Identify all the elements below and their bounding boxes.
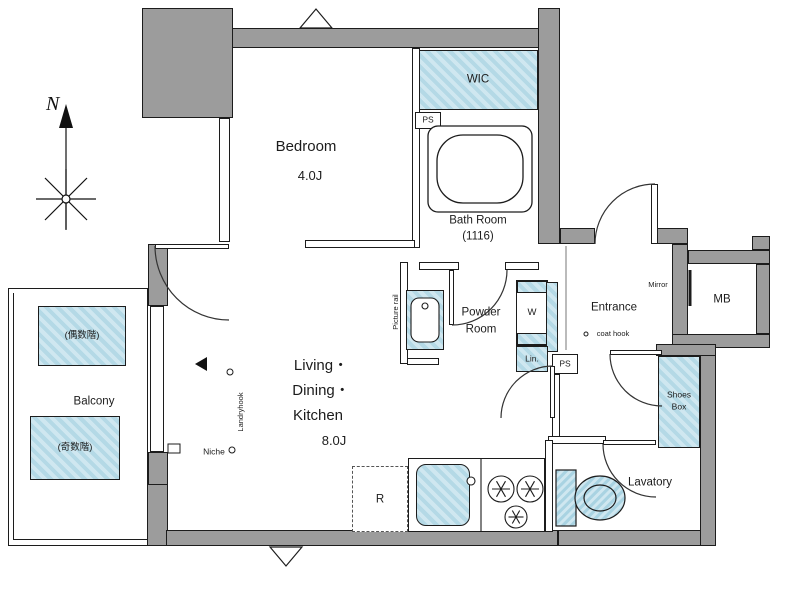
bath-size-label: (1116) xyxy=(462,230,494,243)
wall-mb-notch xyxy=(752,236,770,250)
wic-label: WIC xyxy=(466,73,490,86)
washer-band-top xyxy=(517,281,547,293)
hall-door-arc xyxy=(609,353,663,407)
wall-ldk-left-upper xyxy=(148,244,168,306)
bathtub xyxy=(427,125,533,213)
ldk-label-1: Living・ xyxy=(293,356,349,374)
powder-door-arc xyxy=(500,365,554,419)
wall-bottom xyxy=(166,530,558,546)
entrance-label: Entrance xyxy=(590,301,638,314)
partition-kitchen-lavatory xyxy=(545,440,553,532)
hall-door-leaf xyxy=(610,350,662,355)
wall-mb-left xyxy=(672,244,688,348)
pipe-space-hall-box xyxy=(552,354,578,374)
toilet xyxy=(555,469,626,527)
pipe-space-top-label: PS xyxy=(422,114,434,125)
vent-top xyxy=(298,8,334,29)
coat-hook-label: coat hook xyxy=(596,328,630,338)
shoes-box-area xyxy=(658,356,700,448)
laundry-hook-dot-1 xyxy=(226,368,234,376)
partition-bath-powder-a xyxy=(419,262,459,270)
north-compass: N xyxy=(36,93,96,230)
compass-star xyxy=(36,169,96,229)
coat-hook-dot xyxy=(583,331,589,337)
balcony-railing-line xyxy=(13,293,148,540)
wall-shoes-top xyxy=(656,344,716,356)
compass-arrowhead xyxy=(59,104,73,128)
niche-mark xyxy=(167,443,181,454)
partition-bedroom-right xyxy=(412,48,420,248)
wall-right-lower xyxy=(700,348,716,546)
direction-marker xyxy=(195,357,207,371)
laundry-hook-label: Landryhook xyxy=(235,392,245,432)
linen-label: Lin. xyxy=(525,353,539,364)
wall-top-left-block xyxy=(142,8,233,118)
bedroom-window xyxy=(219,118,230,242)
wall-mb-top xyxy=(688,250,770,264)
wall-entrance-top-right xyxy=(655,228,688,244)
vent-bottom xyxy=(268,546,304,567)
bath-door-leaf xyxy=(449,270,454,325)
shoes-box-label-2: Box xyxy=(671,401,687,412)
entrance-door-leaf xyxy=(651,184,658,244)
wall-top xyxy=(232,28,540,48)
partition-bath-powder-b xyxy=(505,262,539,270)
ldk-label-2: Dining・ xyxy=(292,381,350,399)
balcony-even-label: (偶数階) xyxy=(64,329,100,341)
laundry-hook-dot-2 xyxy=(228,446,236,454)
wall-ldk-left-lower xyxy=(148,452,168,486)
kitchen-sink xyxy=(416,464,470,526)
balcony-unit-space-even xyxy=(38,306,126,366)
wic-area xyxy=(419,50,538,110)
powder-sliding-door xyxy=(546,282,558,352)
washer-label: W xyxy=(527,306,537,318)
bedroom-label: Bedroom xyxy=(275,137,337,155)
mirror-label: Mirror xyxy=(648,279,668,289)
wall-right-upper xyxy=(538,8,560,244)
wall-entrance-top-left xyxy=(560,228,595,244)
ldk-label-3: Kitchen xyxy=(292,406,344,424)
washer-band-bottom xyxy=(517,333,547,345)
bedroom-door-leaf xyxy=(155,244,229,249)
powder-door-leaf xyxy=(550,366,555,418)
bath-label: Bath Room xyxy=(449,214,507,227)
ldk-size-label: 8.0J xyxy=(321,432,347,448)
refrigerator-label: R xyxy=(375,493,385,506)
partition-powder-south xyxy=(407,358,439,365)
lavatory-door-leaf xyxy=(603,440,656,445)
compass-north-label: N xyxy=(45,93,61,115)
wall-mb-right xyxy=(756,264,770,334)
bedroom-size-label: 4.0J xyxy=(297,167,323,183)
mb-label: MB xyxy=(713,293,731,306)
partition-lavatory-top xyxy=(548,436,606,444)
shoes-box-label-1: Shoes xyxy=(666,389,692,400)
partition-bedroom-ldk xyxy=(305,240,415,248)
powder-label-2: Room xyxy=(465,323,497,336)
wall-lavatory-bottom xyxy=(558,530,716,546)
powder-label-1: Powder xyxy=(461,306,501,319)
balcony-label: Balcony xyxy=(73,395,115,408)
niche-label: Niche xyxy=(203,446,225,457)
entrance-door-arc xyxy=(594,183,656,245)
pipe-space-hall-label: PS xyxy=(559,358,571,369)
balcony-odd-label: (奇数階) xyxy=(57,441,93,453)
balcony-unit-space-odd xyxy=(30,416,120,480)
lavatory-label: Lavatory xyxy=(627,476,673,489)
balcony-sliding-door xyxy=(150,306,164,452)
picture-rail-label: Picture rail xyxy=(390,294,400,330)
vanity-unit xyxy=(406,290,444,350)
refrigerator-space xyxy=(352,466,408,532)
